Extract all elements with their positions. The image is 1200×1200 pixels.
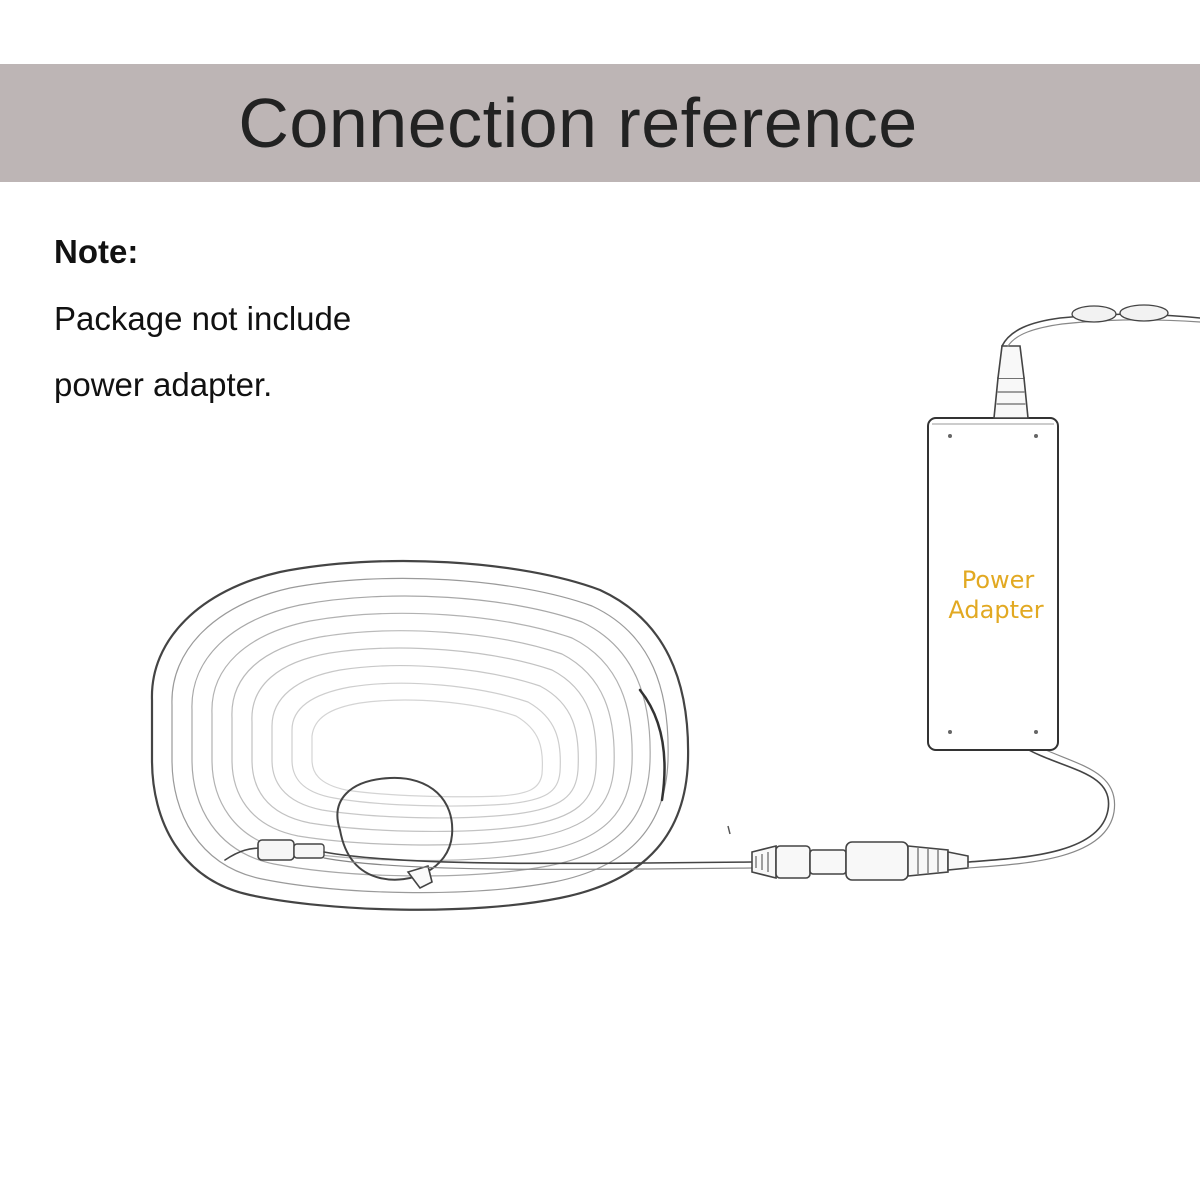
dc-connector-icon	[751, 841, 969, 881]
coil-inner-hole	[336, 776, 454, 881]
page-title: Connection reference	[238, 84, 918, 162]
coil-end-cap	[406, 864, 433, 890]
coil-ring-7	[291, 682, 561, 807]
coil-ring-3	[211, 612, 633, 862]
strip-plug	[257, 839, 295, 861]
header-band: Connection reference	[0, 64, 1200, 182]
power-cord-icon	[993, 304, 1200, 419]
note-line-2: power adapter.	[54, 366, 273, 403]
power-adapter-icon: Power Adapter	[927, 417, 1059, 751]
note-heading: Note:	[54, 233, 139, 270]
coil-ring-4	[231, 630, 615, 846]
coil-ring-2	[191, 595, 651, 877]
coil-outer-edge	[150, 559, 690, 911]
led-strip-coil-icon	[150, 559, 690, 911]
adapter-label-line-1: Power	[962, 566, 1035, 594]
adapter-label-line-2: Adapter	[948, 596, 1043, 624]
coil-ring-6	[271, 665, 579, 819]
tick-mark	[727, 825, 731, 835]
note-block: Note: Package not include power adapter.	[54, 224, 554, 418]
coil-ring-1	[171, 577, 669, 894]
coil-edge-shadow	[638, 688, 666, 802]
coil-ring-8	[311, 699, 544, 798]
strip-lead-cable	[224, 839, 753, 871]
coil-ring-5	[251, 647, 597, 833]
note-line-1: Package not include	[54, 300, 352, 337]
